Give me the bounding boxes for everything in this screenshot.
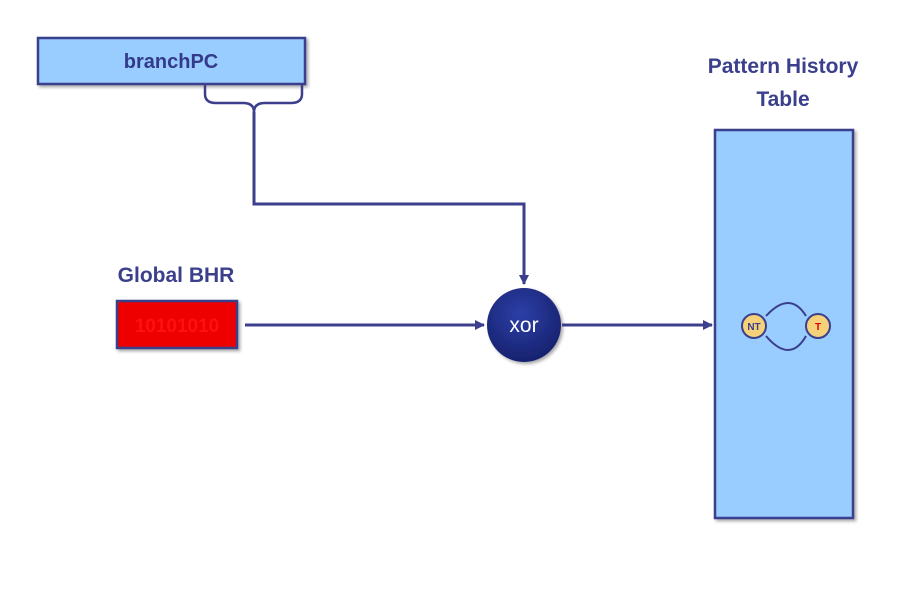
global-bhr-title: Global BHR bbox=[118, 264, 235, 287]
branch-pc-label: branchPC bbox=[124, 51, 218, 73]
pc-bit-select-brace bbox=[203, 84, 304, 113]
xor-node: xor bbox=[487, 288, 561, 362]
two-bit-counter: NT T bbox=[741, 302, 831, 351]
pht-title-line2: Table bbox=[756, 88, 809, 111]
xor-circle bbox=[487, 288, 561, 362]
branch-pc-register: branchPC bbox=[36, 36, 307, 86]
state-not-taken-label: NT bbox=[747, 322, 760, 333]
state-not-taken bbox=[741, 313, 767, 339]
transition-arc-upper bbox=[765, 302, 807, 317]
global-bhr: Global BHR 10101010 bbox=[115, 264, 239, 350]
state-taken bbox=[805, 313, 831, 339]
pht-title-line1: Pattern History bbox=[708, 55, 859, 78]
global-bhr-register bbox=[115, 299, 239, 350]
xor-label: xor bbox=[509, 314, 538, 337]
pc-to-xor-wire bbox=[252, 112, 529, 285]
transition-arc-lower bbox=[765, 335, 807, 351]
pattern-history-table: Pattern History Table NT T bbox=[708, 55, 859, 520]
global-bhr-bits: 10101010 bbox=[135, 316, 220, 337]
pht-box bbox=[713, 128, 855, 520]
branch-pc-box bbox=[36, 36, 307, 86]
state-taken-label: T bbox=[815, 322, 821, 333]
